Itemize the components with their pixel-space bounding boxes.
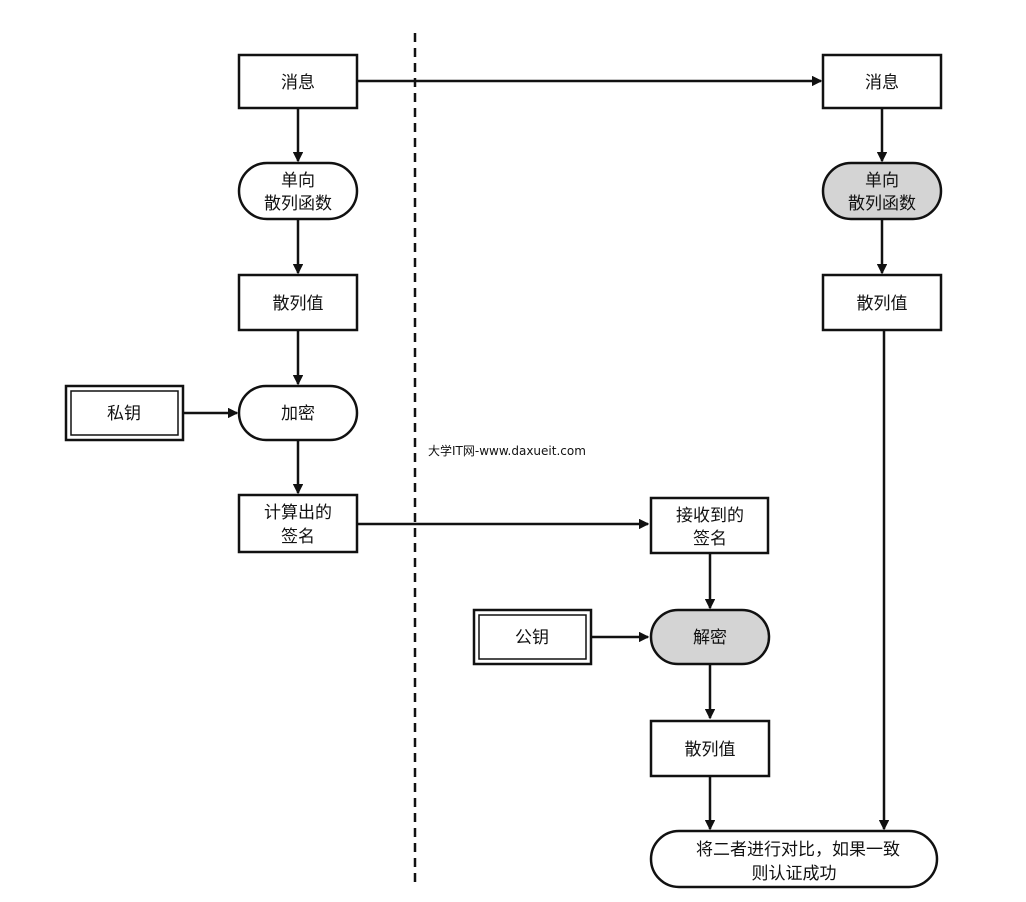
svg-text:计算出的: 计算出的 [264, 503, 332, 523]
svg-text:消息: 消息 [865, 73, 899, 93]
svg-text:接收到的: 接收到的 [676, 506, 744, 526]
private-key-node: 私钥 [64, 384, 185, 442]
svg-text:散列值: 散列值 [273, 294, 324, 314]
svg-text:散列函数: 散列函数 [848, 194, 916, 214]
receiver-hash-function-node: 单向 散列函数 [821, 161, 943, 221]
decrypt-node: 解密 [649, 608, 771, 666]
svg-text:消息: 消息 [281, 73, 315, 93]
sender-hash-function-node: 单向 散列函数 [237, 161, 359, 221]
svg-text:加密: 加密 [281, 404, 315, 424]
svg-text:单向: 单向 [281, 171, 315, 191]
sender-message-node: 消息 [237, 53, 359, 110]
watermark: 大学IT网-www.daxueit.com [428, 443, 586, 458]
encrypt-node: 加密 [237, 384, 359, 442]
svg-text:散列函数: 散列函数 [264, 194, 332, 214]
receiver-message-node: 消息 [821, 53, 943, 110]
svg-text:则认证成功: 则认证成功 [752, 864, 837, 884]
receiver-hash-value-node: 散列值 [821, 273, 943, 332]
svg-text:将二者进行对比，如果一致: 将二者进行对比，如果一致 [696, 840, 900, 860]
sender-hash-value-node: 散列值 [237, 273, 359, 332]
svg-text:签名: 签名 [281, 527, 315, 547]
public-key-node: 公钥 [472, 608, 593, 666]
svg-text:公钥: 公钥 [515, 628, 549, 648]
decrypted-hash-value-node: 散列值 [649, 719, 771, 778]
connectors [183, 81, 884, 829]
compare-node: 将二者进行对比，如果一致 则认证成功 [649, 829, 939, 889]
svg-text:签名: 签名 [693, 529, 727, 549]
svg-text:私钥: 私钥 [107, 404, 141, 424]
svg-text:散列值: 散列值 [857, 294, 908, 314]
svg-text:单向: 单向 [865, 171, 899, 191]
computed-signature-node: 计算出的 签名 [237, 493, 359, 554]
svg-text:解密: 解密 [693, 628, 727, 648]
svg-text:散列值: 散列值 [685, 740, 736, 760]
received-signature-node: 接收到的 签名 [649, 496, 770, 555]
